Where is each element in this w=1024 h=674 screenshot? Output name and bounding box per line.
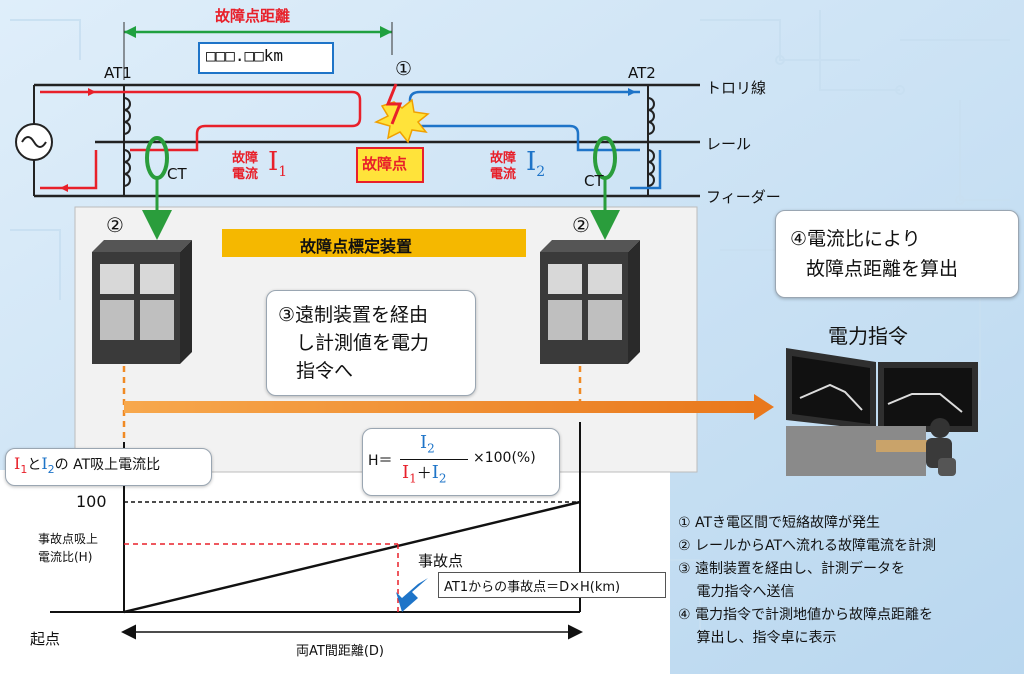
device-banner-text: 故障点標定装置	[300, 237, 413, 256]
graph-y100: 100	[76, 492, 107, 511]
accident-formula-box	[438, 572, 666, 598]
rail-label: レール	[706, 135, 752, 153]
measuring-device-left	[92, 240, 192, 364]
command-title: 電力指令	[828, 324, 908, 348]
ratio-label: I1とI2の AT吸上電流比	[14, 454, 161, 476]
marker-1: ①	[395, 58, 413, 80]
command-center-illustration	[786, 348, 978, 476]
fault-current-right-line2: 電流	[490, 167, 517, 182]
ct-left-label: CT	[167, 165, 187, 183]
marker-2-left: ②	[106, 213, 124, 237]
step-item: ③ 遠制装置を経由し、計測データを	[678, 561, 906, 577]
ct-right-label: CT	[584, 172, 604, 190]
i2-symbol: I2	[526, 147, 546, 181]
distance-display: □□□.□□km	[206, 46, 284, 65]
feeder-label: フィーダー	[706, 188, 781, 206]
step4-line2: 故障点距離を算出	[806, 258, 959, 280]
at2-transformer	[647, 85, 655, 196]
step3-line3: 指令へ	[296, 360, 354, 382]
step-item: ① ATき電区間で短絡故障が発生	[678, 515, 881, 531]
step-item: 電力指令へ送信	[678, 584, 795, 600]
formula-tail: ×100(%)	[473, 450, 536, 466]
step4-box	[775, 210, 1019, 298]
formula-lhs: H＝	[368, 453, 393, 469]
graph-ylabel-line2: 電流比(H)	[38, 550, 93, 564]
accident-formula: AT1からの事故点＝D×H(km)	[444, 580, 621, 595]
at2-label: AT2	[628, 64, 656, 82]
transmission-arrow-body	[124, 401, 754, 413]
i1-symbol: I1	[268, 147, 288, 181]
ratio-label-box	[5, 448, 212, 486]
fault-current-left-line1: 故障	[232, 151, 259, 166]
formula-numerator: I2	[420, 432, 435, 456]
fault-point-label: 故障点	[362, 155, 408, 173]
trolley-label: トロリ線	[706, 79, 767, 97]
step3-line2: し計測値を電力	[296, 332, 430, 354]
fault-current-left-line2: 電流	[232, 167, 259, 182]
at1-label: AT1	[104, 64, 132, 82]
step-item: ② レールからATへ流れる故障電流を計測	[678, 538, 937, 554]
fault-current-i1-path	[40, 90, 362, 190]
fault-distance-title: 故障点距離	[215, 7, 291, 25]
step3-line1: ③遠制装置を経由	[278, 304, 429, 326]
formula-box	[362, 428, 560, 496]
device-banner	[222, 229, 526, 257]
step4-line1: ④電流比により	[790, 228, 921, 250]
graph-ylabel-line1: 事故点吸上	[38, 532, 99, 546]
formula-denominator: I1＋I2	[402, 462, 447, 486]
graph-ratio-line	[123, 500, 581, 614]
steps-list: ① ATき電区間で短絡故障が発生 ② レールからATへ流れる故障電流を計測 ③ …	[678, 512, 1022, 650]
transmission-arrow-head	[754, 394, 774, 420]
at1-transformer	[123, 85, 134, 196]
distance-display-box	[198, 42, 334, 74]
measuring-device-right	[540, 240, 640, 364]
fault-burst	[373, 98, 430, 144]
accident-point-label: 事故点	[418, 552, 464, 570]
fault-point-box	[356, 147, 424, 183]
accident-point-arrow	[396, 578, 428, 612]
formula-fraction-bar	[400, 459, 468, 460]
step-item: 算出し、指令卓に表示	[678, 630, 837, 646]
graph-origin: 起点	[30, 630, 61, 648]
graph-distance-label: 両AT間距離(D)	[296, 644, 384, 659]
step-item: ④ 電力指令で計測地値から故障点距離を	[678, 607, 933, 623]
marker-2-right: ②	[572, 213, 590, 237]
fault-current-right-line1: 故障	[490, 151, 517, 166]
step3-box	[266, 290, 476, 396]
